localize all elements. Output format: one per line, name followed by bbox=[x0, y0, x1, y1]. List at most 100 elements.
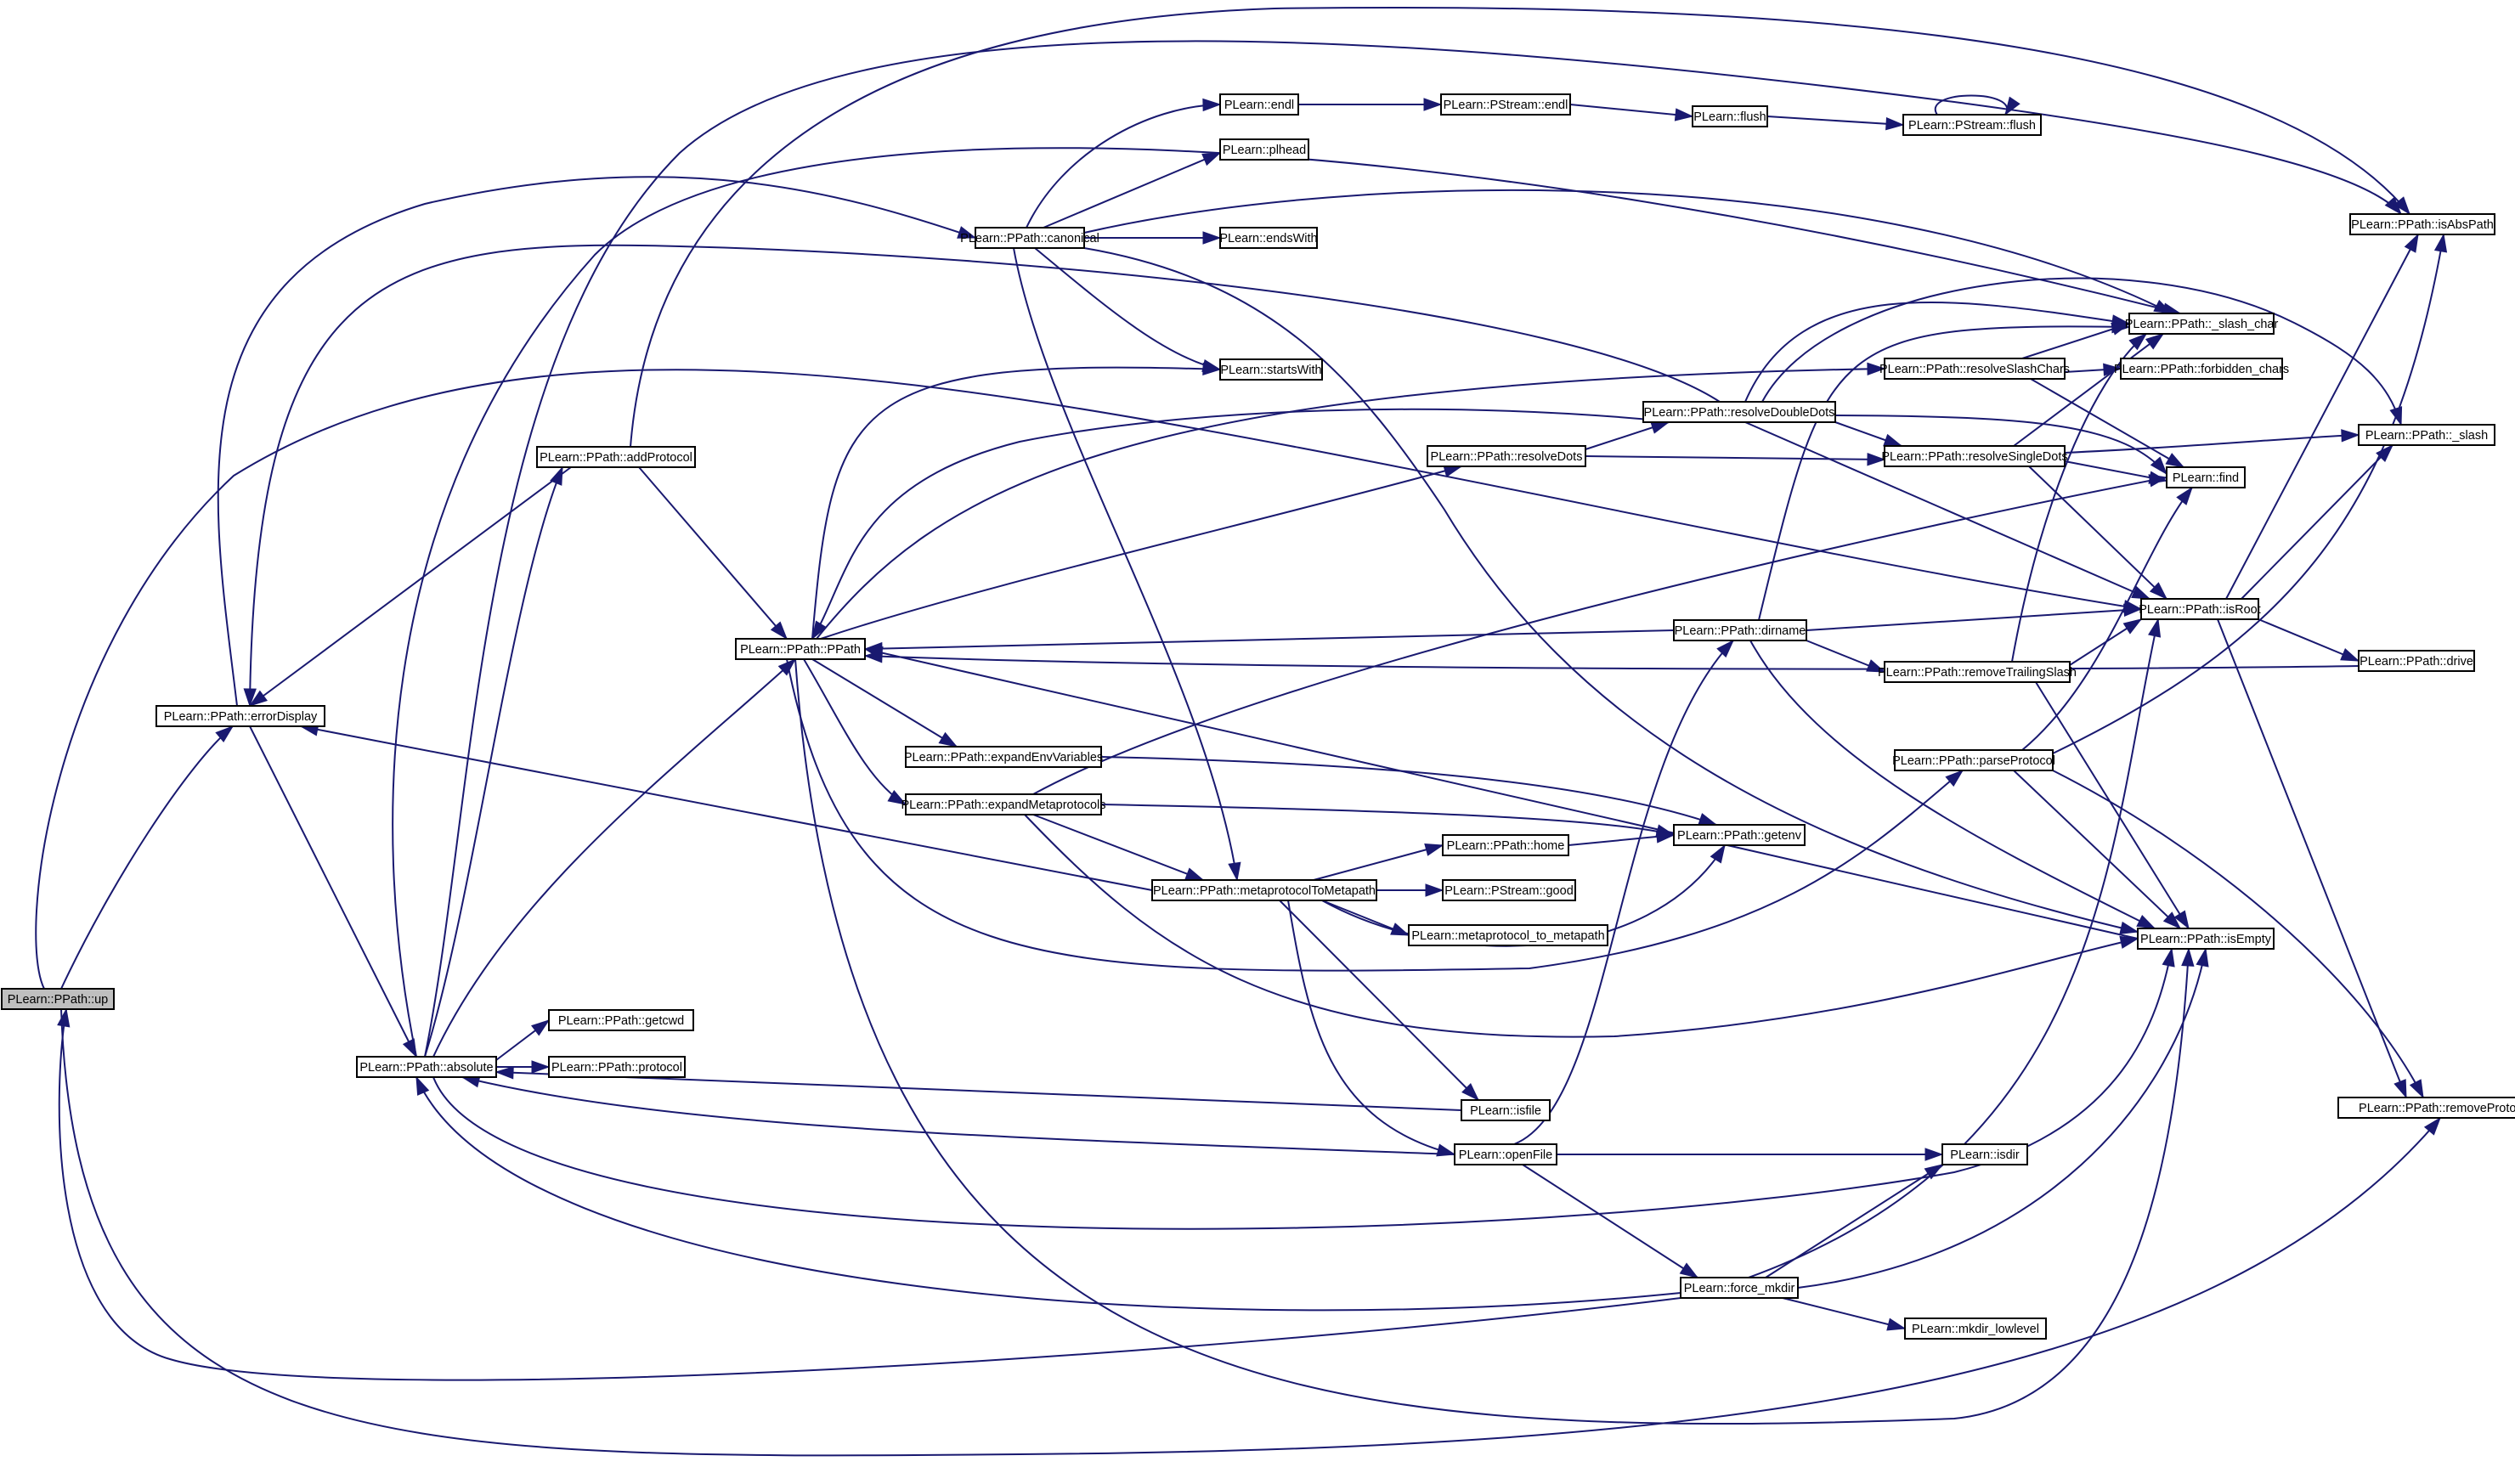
node-protocol[interactable]: PLearn::PPath::protocol bbox=[548, 1056, 686, 1078]
node-label: PLearn::PPath::protocol bbox=[551, 1061, 682, 1075]
edge-addProtocol-to-isAbsPath bbox=[630, 6, 2410, 448]
node-isdir[interactable]: PLearn::isdir bbox=[1941, 1143, 2028, 1165]
node-box bbox=[1941, 1143, 2028, 1165]
edge-errorDisplay-to-canonical bbox=[217, 176, 975, 707]
edge-PPath-to-resolveSlashChars bbox=[816, 369, 1885, 640]
node-box bbox=[1894, 749, 2054, 771]
node-box bbox=[2349, 213, 2495, 235]
edge-resolveDoubleDots-to-slash_char bbox=[1744, 301, 2129, 403]
node-box bbox=[356, 1056, 497, 1078]
node-dirname[interactable]: PLearn::PPath::dirname bbox=[1673, 619, 1807, 641]
node-box bbox=[1408, 924, 1608, 946]
edge-resolveSlashChars-to-forbidden_chars bbox=[2064, 369, 2121, 372]
node-box bbox=[1692, 105, 1768, 127]
node-resolveSingleDots[interactable]: PLearn::PPath::resolveSingleDots bbox=[1881, 445, 2068, 467]
node-find[interactable]: PLearn::find bbox=[2166, 466, 2246, 488]
node-errorDisplay[interactable]: PLearn::PPath::errorDisplay bbox=[155, 705, 325, 727]
node-removeTrailingSlash[interactable]: PLearn::PPath::removeTrailingSlash bbox=[1878, 661, 2077, 683]
edge-isRoot-to-removeProtocol bbox=[2217, 618, 2407, 1097]
node-isfile[interactable]: PLearn::isfile bbox=[1461, 1099, 1551, 1121]
node-endl[interactable]: PLearn::endl bbox=[1219, 93, 1299, 116]
edge-expandMetaprotocols-to-find bbox=[1032, 477, 2167, 795]
node-endsWith[interactable]: PLearn::endsWith bbox=[1219, 227, 1318, 249]
node-canonical[interactable]: PLearn::PPath::canonical bbox=[960, 227, 1099, 249]
edge-resolveDoubleDots-to-resolveSingleDots bbox=[1834, 421, 1902, 447]
edge-metaprotocolToMetapath-to-errorDisplay bbox=[301, 726, 1153, 891]
node-box bbox=[1219, 227, 1318, 249]
node-mkdir_lowlevel[interactable]: PLearn::mkdir_lowlevel bbox=[1904, 1318, 2047, 1340]
node-label: PLearn::PPath::resolveSingleDots bbox=[1881, 450, 2067, 464]
node-box bbox=[1440, 93, 1571, 116]
node-box bbox=[1461, 1099, 1551, 1121]
node-box bbox=[1442, 879, 1576, 901]
edge-isRoot-to-isAbsPath bbox=[2225, 234, 2419, 600]
node-metaprotocolToMetapath[interactable]: PLearn::PPath::metaprotocolToMetapath bbox=[1151, 879, 1377, 901]
edge-addProtocol-to-PPath bbox=[638, 466, 787, 639]
node-label: PLearn::PPath::up bbox=[8, 993, 109, 1007]
edge-dirname-to-PPath bbox=[865, 629, 1675, 649]
edge-pstream_flush-to-pstream_flush bbox=[1934, 94, 2008, 116]
node-flush[interactable]: PLearn::flush bbox=[1692, 105, 1768, 127]
node-pstream_flush[interactable]: PLearn::PStream::flush bbox=[1902, 114, 2042, 136]
node-metaprotocol_to_metapath[interactable]: PLearn::metaprotocol_to_metapath bbox=[1408, 924, 1608, 946]
edge-resolveDoubleDots-to-isRoot bbox=[1744, 421, 2150, 600]
node-addProtocol[interactable]: PLearn::PPath::addProtocol bbox=[536, 446, 696, 468]
node-box bbox=[2120, 358, 2283, 380]
node-expandEnvVariables[interactable]: PLearn::PPath::expandEnvVariables bbox=[904, 746, 1103, 768]
node-slash_char[interactable]: PLearn::PPath::_slash_char bbox=[2125, 313, 2279, 335]
node-forbidden_chars[interactable]: PLearn::PPath::forbidden_chars bbox=[2114, 358, 2289, 380]
edge-absolute-to-getcwd bbox=[495, 1020, 549, 1061]
edge-openFile-to-force_mkdir bbox=[1522, 1164, 1698, 1278]
edge-absolute-to-isAbsPath bbox=[424, 40, 2401, 1058]
edge-absolute-to-addProtocol bbox=[424, 467, 563, 1058]
node-expandMetaprotocols[interactable]: PLearn::PPath::expandMetaprotocols bbox=[901, 793, 1106, 815]
node-drive[interactable]: PLearn::PPath::drive bbox=[2358, 650, 2475, 672]
edge-absolute-to-errorDisplay bbox=[392, 147, 2180, 1058]
node-getenv[interactable]: PLearn::PPath::getenv bbox=[1673, 824, 1806, 846]
node-removeProtocol[interactable]: PLearn::PPath::removeProtocol bbox=[2337, 1097, 2515, 1119]
node-box bbox=[1642, 401, 1836, 423]
node-parseProtocol[interactable]: PLearn::PPath::parseProtocol bbox=[1892, 749, 2055, 771]
edge-pstream_endl-to-flush bbox=[1569, 104, 1693, 116]
node-pstream_endl[interactable]: PLearn::PStream::endl bbox=[1440, 93, 1571, 116]
edge-metaprotocolToMetapath-to-home bbox=[1313, 845, 1443, 881]
node-label: PLearn::PPath::_slash bbox=[2365, 429, 2488, 443]
node-label: PLearn::endl bbox=[1224, 99, 1294, 112]
node-isAbsPath[interactable]: PLearn::PPath::isAbsPath bbox=[2349, 213, 2495, 235]
node-label: PLearn::PPath::metaprotocolToMetapath bbox=[1153, 884, 1376, 898]
edge-absolute-to-isEmpty bbox=[432, 949, 2172, 1230]
node-up[interactable]: PLearn::PPath::up bbox=[1, 988, 115, 1010]
node-good[interactable]: PLearn::PStream::good bbox=[1442, 879, 1576, 901]
node-slash[interactable]: PLearn::PPath::_slash bbox=[2358, 424, 2495, 446]
node-PPath[interactable]: PLearn::PPath::PPath bbox=[735, 638, 866, 660]
node-startsWith[interactable]: PLearn::startsWith bbox=[1219, 358, 1323, 381]
node-box bbox=[1884, 358, 2066, 380]
edge-isRoot-to-slash bbox=[2241, 445, 2393, 600]
node-absolute[interactable]: PLearn::PPath::absolute bbox=[356, 1056, 497, 1078]
edge-force_mkdir-to-isRoot bbox=[1748, 619, 2158, 1278]
node-label: PLearn::PPath::home bbox=[1447, 839, 1565, 853]
node-resolveDoubleDots[interactable]: PLearn::PPath::resolveDoubleDots bbox=[1642, 401, 1836, 423]
node-getcwd[interactable]: PLearn::PPath::getcwd bbox=[548, 1009, 694, 1031]
node-box bbox=[2137, 928, 2275, 950]
edge-expandMetaprotocols-to-getenv bbox=[1100, 804, 1674, 835]
node-resolveSlashChars[interactable]: PLearn::PPath::resolveSlashChars bbox=[1879, 358, 2070, 380]
node-home[interactable]: PLearn::PPath::home bbox=[1442, 834, 1569, 856]
node-box bbox=[155, 705, 325, 727]
node-force_mkdir[interactable]: PLearn::force_mkdir bbox=[1680, 1277, 1799, 1299]
edge-resolveSingleDots-to-slash_char bbox=[2013, 334, 2163, 447]
node-label: PLearn::PPath::getenv bbox=[1677, 829, 1802, 843]
node-box bbox=[548, 1056, 686, 1078]
node-box bbox=[1884, 445, 2066, 467]
node-plhead[interactable]: PLearn::plhead bbox=[1219, 138, 1309, 161]
node-isRoot[interactable]: PLearn::PPath::isRoot bbox=[2139, 598, 2261, 620]
edge-dirname-to-isEmpty bbox=[1749, 640, 2155, 929]
node-label: PLearn::PPath::absolute bbox=[359, 1061, 493, 1075]
node-resolveDots[interactable]: PLearn::PPath::resolveDots bbox=[1427, 445, 1586, 467]
node-openFile[interactable]: PLearn::openFile bbox=[1454, 1143, 1557, 1165]
node-label: PLearn::PPath::_slash_char bbox=[2125, 318, 2279, 331]
node-layer: PLearn::PPath::up PLearn::PPath::errorDis… bbox=[1, 93, 2515, 1340]
node-label: PLearn::mkdir_lowlevel bbox=[1912, 1323, 2039, 1336]
node-label: PLearn::PStream::good bbox=[1444, 884, 1574, 898]
node-isEmpty[interactable]: PLearn::PPath::isEmpty bbox=[2137, 928, 2275, 950]
